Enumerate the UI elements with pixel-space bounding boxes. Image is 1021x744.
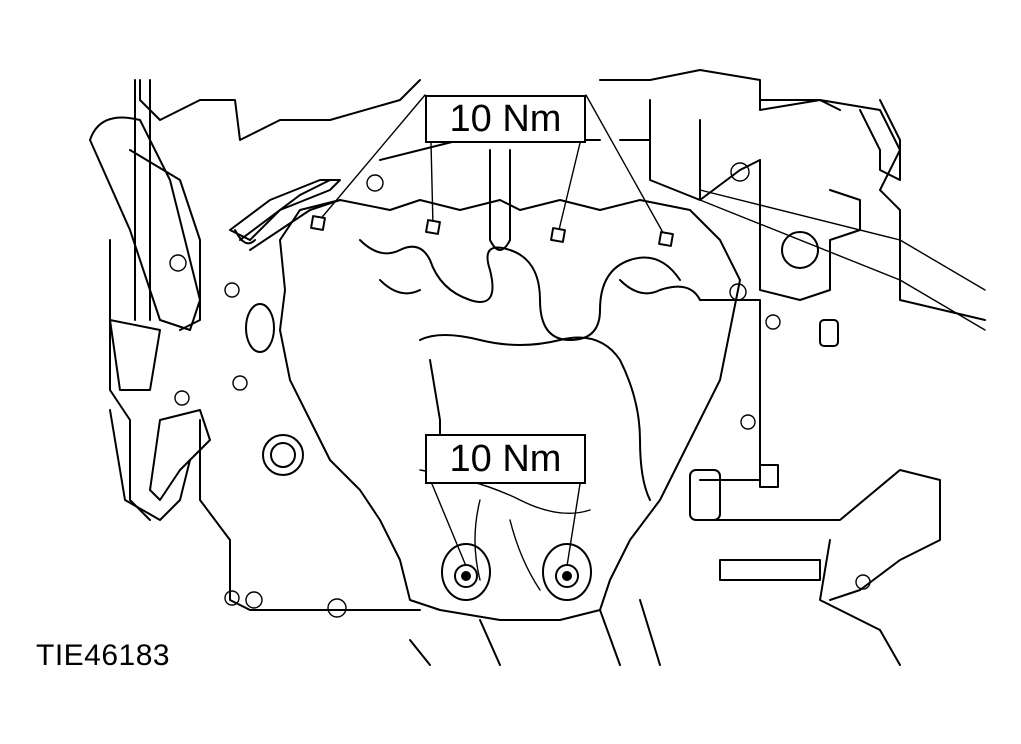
- torque-callout-upper: 10 Nm: [425, 95, 586, 143]
- top-callout-leaders: [318, 95, 666, 238]
- upper-nut-4: [659, 232, 673, 246]
- lower-manifold-bolts: [442, 544, 591, 600]
- lower-bolt-boss-2: [543, 544, 591, 600]
- lower-bolt-boss-1: [442, 544, 490, 600]
- upper-manifold-nuts: [311, 216, 673, 246]
- exhaust-manifold-heat-shield: [280, 150, 740, 620]
- upper-nut-1: [311, 216, 325, 230]
- figure-reference-code: TIE46183: [36, 639, 171, 672]
- background-fasteners: [170, 163, 870, 617]
- bottom-callout-leaders: [432, 484, 580, 566]
- torque-callout-lower: 10 Nm: [425, 434, 586, 484]
- upper-nut-3: [551, 228, 565, 242]
- hoses: [110, 80, 900, 520]
- upper-nut-2: [426, 220, 440, 234]
- engine-block-outline: [90, 70, 985, 665]
